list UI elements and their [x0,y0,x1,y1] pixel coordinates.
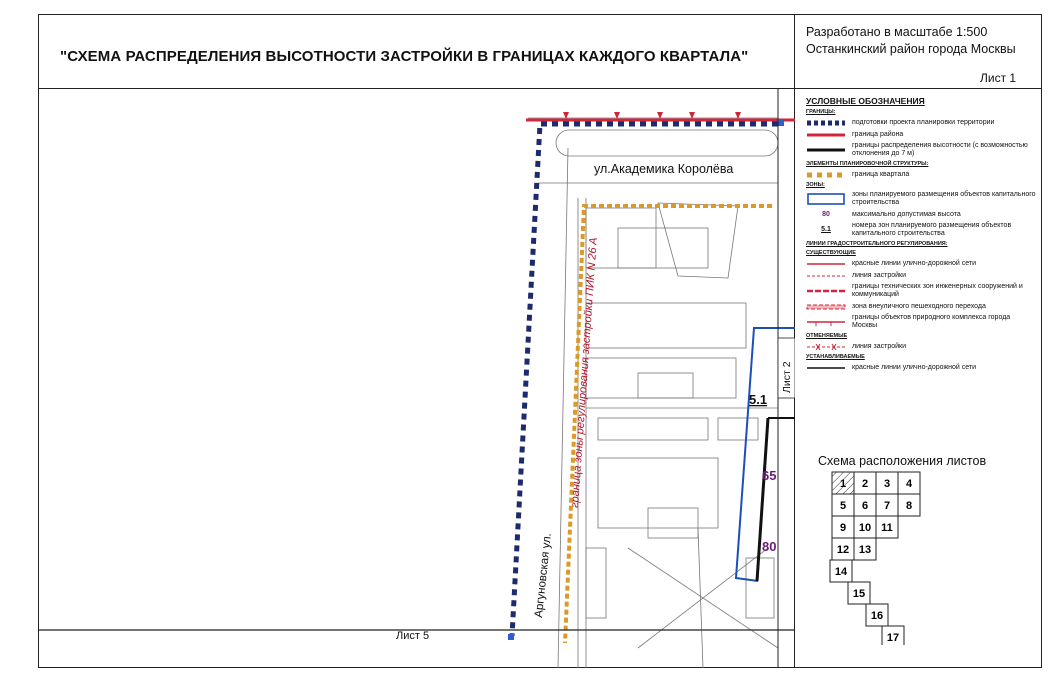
legend-section-established: УСТАНАВЛИВАЕМЫЕ [806,354,865,360]
sheet-cell-label: 11 [881,522,893,534]
legend-section-zones: ЗОНЫ: [806,182,825,188]
scale-line: Разработано в масштабе 1:500 [806,25,988,39]
zone-5-1-outline [734,327,795,582]
sheet-cell-label: 12 [837,544,849,556]
street-label-left: Аргуновская ул. [533,533,554,619]
legend-item: 5.1 номера зон планируемого размещения о… [806,222,1036,238]
legend-item: линия застройки [806,342,1036,351]
building-line-symbol [806,271,846,280]
tech-zone-symbol [806,287,846,296]
quarter-boundary [563,204,772,644]
legend-item: красные линии улично-дорожной сети [806,363,1036,372]
sheet-cell-label: 5 [840,500,846,512]
legend-item: границы технических зон инженерных соору… [806,283,1036,299]
project-boundary-symbol [806,118,846,127]
red-triangles [563,112,741,119]
legend-section-structure: ЭЛЕМЕНТЫ ПЛАНИРОВОЧНОЙ СТРУКТУРЫ: [806,161,929,167]
sheet2-box [777,337,795,399]
height-boundary-symbol [806,146,846,155]
legend-panel: УСЛОВНЫЕ ОБОЗНАЧЕНИЯ ГРАНИЦЫ: подготовки… [806,96,1036,375]
sheet-cell-11[interactable] [875,515,899,539]
boundary-marker-top [778,120,784,126]
pedestrian-zone-symbol [806,302,846,311]
sheet-cell-label: 9 [840,522,846,534]
height-label-80: 80 [762,539,776,554]
sheet-label-bottom: Лист 5 [396,630,430,642]
legend-item: зона внеуличного пешеходного перехода [806,302,1036,311]
quarter-boundary-symbol [806,170,846,179]
zone-number-label: 5.1 [749,392,767,407]
boundary-marker [508,634,514,640]
sheet-cell-label: 3 [884,478,890,490]
sheet-frame [38,14,1042,668]
district-boundary-symbol [806,130,846,139]
legend-section-lines: ЛИНИИ ГРАДОСТРОИТЕЛЬНОГО РЕГУЛИРОВАНИЯ: [806,241,948,247]
sheet-cell-label: 17 [887,632,899,644]
sheet-label-right: Лист 2 [781,361,793,393]
zone-number-symbol: 5.1 [821,226,831,233]
sheet-cell-label: 4 [906,478,913,490]
zone-symbol [806,193,846,205]
sheet-cell-label: 10 [859,522,871,534]
project-boundary [509,121,778,637]
sheet-cell-label: 14 [835,566,848,578]
map-canvas[interactable]: ул.Академика Королёва Аргуновская ул. гр… [38,88,795,668]
scale-info: Разработано в масштабе 1:500 Останкински… [806,24,1016,58]
legend-item: граница квартала [806,170,1036,179]
sheet-cell-17[interactable] [881,625,905,645]
sheet-cell-label: 13 [859,544,871,556]
legend-section-borders: ГРАНИЦЫ: [806,109,836,115]
sheet-cell-label: 1 [840,478,846,490]
sheet-cell-8[interactable] [897,493,921,517]
height-boundary [755,417,770,582]
sheet-cell-15[interactable] [847,581,871,605]
street-label-top: ул.Академика Королёва [594,162,733,176]
sheet-cell-label: 2 [862,478,868,490]
legend-item: граница района [806,130,1036,139]
district-line: Останкинский район города Москвы [806,42,1016,56]
sheet-cell-label: 8 [906,500,912,512]
page-title: "СХЕМА РАСПРЕДЕЛЕНИЯ ВЫСОТНОСТИ ЗАСТРОЙК… [60,48,749,65]
height-label-65: 65 [762,468,776,483]
legend-item: линия застройки [806,271,1036,280]
sheet-cell-14[interactable] [829,559,853,583]
sheet-cell-label: 15 [853,588,865,600]
zone-regulation-label: граница зоны регулирования застройки ПИК… [569,237,600,508]
legend-item: подготовки проекта планировки территории [806,118,1036,127]
header-divider [38,88,1042,89]
legend-title: УСЛОВНЫЕ ОБОЗНАЧЕНИЯ [806,96,925,106]
sheet-cell-13[interactable] [853,537,877,561]
sheet-cell-16[interactable] [865,603,889,627]
legend-item: 80 максимально допустимая высота [806,210,1036,219]
sheet-layout-title: Схема расположения листов [818,454,987,468]
sheet-number: Лист 1 [980,71,1017,85]
legend-item: красные линии улично-дорожной сети [806,259,1036,268]
red-line-symbol [806,259,846,268]
sheet-cell-label: 6 [862,500,868,512]
legend-section-existing: СУЩЕСТВУЮЩИЕ [806,250,856,256]
header-divider-vertical [794,14,795,88]
legend-section-cancelled: ОТМЕНЯЕМЫЕ [806,333,848,339]
nature-boundary-symbol [806,318,846,327]
new-red-line-symbol [806,363,846,372]
sheet-cell-label: 7 [884,500,890,512]
legend-item: границы объектов природного комплекса го… [806,314,1036,330]
legend-item: границы распределения высотности (с возм… [806,142,1036,158]
cancelled-line-symbol [806,342,846,351]
legend-item: зоны планируемого размещения объектов ка… [806,191,1036,207]
max-height-symbol: 80 [822,210,830,218]
sheet-cell-label: 16 [871,610,883,622]
base-map-buildings [528,117,779,668]
